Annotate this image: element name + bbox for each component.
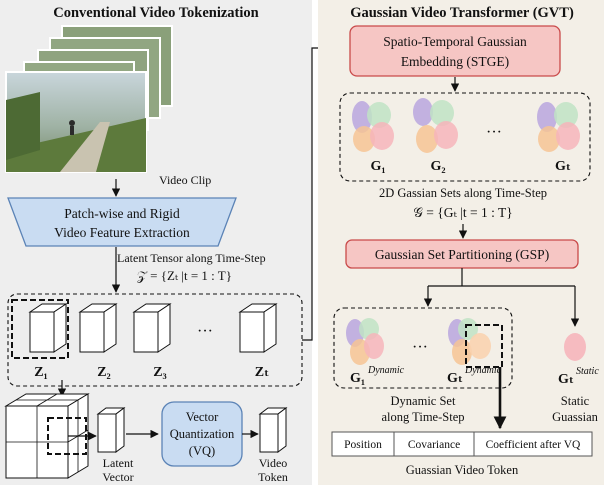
token-field-position: Position: [344, 439, 382, 451]
dynamic-set-line1: Dynamic Set: [391, 394, 456, 408]
latent-vector-line1: Latent: [103, 456, 134, 470]
latent-tensor-formula: 𝒵 = {Zₜ |t = 1 : T}: [137, 268, 232, 283]
stge-line1: Spatio-Temporal Gaussian: [383, 34, 527, 49]
g-label-dots: ···: [486, 124, 502, 141]
stge-box: [349, 25, 561, 77]
vq-line3: (VQ): [189, 444, 215, 458]
gaussian-sets-container: [339, 92, 591, 182]
video-token-line2: Token: [258, 470, 288, 484]
g-label-t: Gₜ: [555, 159, 571, 174]
g-label-2: G₂: [430, 159, 445, 174]
dynamic-gt: Gₜ: [447, 371, 463, 386]
latent-cube-z3: [132, 303, 172, 353]
z1-highlight: [11, 299, 69, 359]
video-frame-front: [5, 71, 147, 173]
extraction-line1: Patch-wise and Rigid: [64, 206, 180, 221]
gaussian-video-token-bar: [331, 431, 593, 457]
token-field-covariance: Covariance: [408, 439, 460, 451]
latent-vector-line2: Vector: [102, 470, 133, 484]
z-label-t: Zₜ: [255, 365, 270, 380]
video-token-cube: [258, 407, 288, 453]
dynamic-set-line2: along Time-Step: [382, 410, 465, 424]
dynamic-g1-sup: Dynamic: [367, 365, 405, 376]
token-field-coefficient: Coefficient after VQ: [486, 439, 581, 451]
z-label-dots: ···: [197, 323, 213, 340]
video-clip-frames: [5, 25, 173, 173]
dynamic-set-container: [333, 307, 513, 389]
static-line1: Static: [561, 394, 590, 408]
static-gaussian: [564, 333, 586, 361]
extraction-line2: Video Feature Extraction: [54, 225, 190, 240]
latent-tensor-line1: Latent Tensor along Time-Step: [117, 251, 266, 265]
g-label-1: G₁: [370, 159, 385, 174]
stge-line2: Embedding (STGE): [401, 54, 509, 69]
gaussian-set-t: [537, 102, 580, 152]
dynamic-dots: ···: [412, 339, 428, 356]
z1-grid-cube: [4, 393, 90, 479]
vq-line2: Quantization: [170, 427, 235, 441]
latent-cube-zt: [238, 303, 278, 353]
static-g: Gₜ: [558, 372, 574, 387]
static-g-sup: Static: [576, 366, 599, 377]
video-clip-label: Video Clip: [159, 173, 211, 187]
token-caption: Guassian Video Token: [406, 463, 519, 477]
vq-line1: Vector: [186, 410, 219, 424]
z-label-2: Z₂: [97, 365, 111, 380]
video-token-line1: Video: [259, 456, 288, 470]
gaussian-set-2: [413, 98, 458, 153]
dynamic-highlight: [465, 324, 503, 368]
feature-extraction-box: [7, 197, 237, 247]
dynamic-gt-sup: Dynamic: [464, 365, 502, 376]
latent-cube-z1: [28, 303, 68, 353]
latent-cube-z2: [78, 303, 118, 353]
left-panel-title: Conventional Video Tokenization: [53, 5, 258, 21]
gaussian-sets-formula: 𝒢 = {Gₜ |t = 1 : T}: [413, 205, 512, 220]
dynamic-g1: G₁: [350, 371, 365, 386]
static-line2: Guassian: [552, 410, 599, 424]
z-label-3: Z₃: [153, 365, 167, 380]
z-label-1: Z₁: [34, 365, 48, 380]
gaussian-sets-line1: 2D Gassian Sets along Time-Step: [379, 186, 547, 200]
dynamic-gaussian-1: [346, 318, 384, 365]
gaussian-set-1: [352, 101, 394, 152]
latent-vector-cube: [96, 407, 126, 453]
right-panel-title: Gaussian Video Transformer (GVT): [350, 5, 574, 21]
gsp-label: Gaussian Set Partitioning (GSP): [375, 247, 549, 262]
